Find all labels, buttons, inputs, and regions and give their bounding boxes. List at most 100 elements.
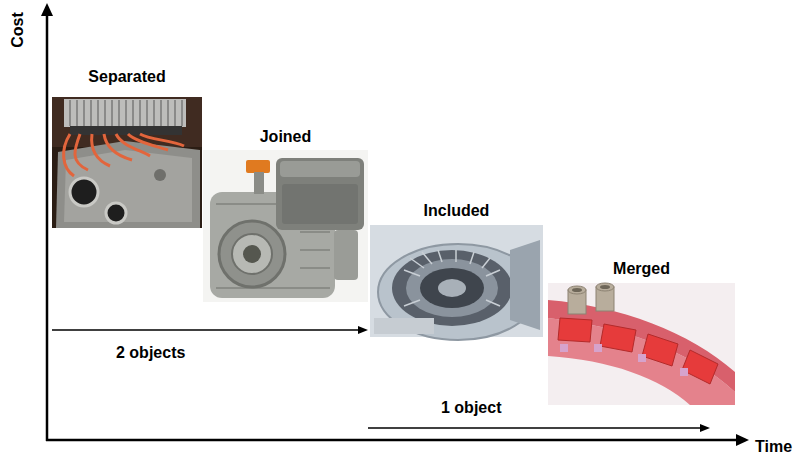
joined-photo-part	[276, 158, 364, 230]
included-photo-part	[404, 250, 500, 306]
merged-photo-part	[568, 283, 614, 314]
separated-photo-part	[64, 134, 74, 176]
separated-photo-part	[64, 150, 192, 222]
merged-photo-part	[572, 288, 582, 292]
included-photo-part	[404, 300, 420, 306]
axis-label: Time	[755, 437, 792, 457]
range-label: 1 object	[441, 398, 501, 418]
included-photo-part	[370, 225, 543, 337]
included-photo-part	[438, 279, 466, 297]
separated-photo-part	[92, 134, 110, 166]
included-photo-part	[486, 270, 500, 276]
separated-photo-part	[69, 100, 71, 126]
included-photo	[370, 225, 543, 340]
separated-photo-part	[146, 100, 148, 126]
separated-photo-part	[90, 100, 92, 126]
separated-photo-part	[111, 100, 113, 126]
joined-photo-part	[254, 172, 264, 194]
separated-photo-part	[167, 100, 169, 126]
separated-photo-part	[70, 178, 98, 206]
included-photo-part	[392, 250, 512, 326]
merged-photo-part	[682, 350, 718, 384]
joined-photo-part	[300, 267, 330, 269]
axes-part	[736, 434, 749, 446]
separated-photo-part	[125, 100, 127, 126]
axes-part	[41, 3, 53, 16]
separated-photo-part	[174, 100, 176, 126]
separated-photo-part	[64, 99, 186, 127]
joined-photo-part	[216, 287, 330, 289]
separated-photo-part	[52, 97, 202, 147]
range-label: 2 objects	[116, 343, 185, 363]
included-photo-part	[410, 258, 424, 268]
merged-photo-part	[594, 344, 602, 352]
included-photo-part	[482, 258, 490, 268]
separated-photo-part	[70, 100, 182, 126]
separated-photo-part	[153, 100, 155, 126]
separated-photo-part	[97, 100, 99, 126]
joined-photo-part	[219, 221, 285, 287]
separated-photo-part	[70, 126, 182, 135]
included-photo-part	[406, 259, 498, 317]
merged-photo-part	[680, 368, 688, 376]
merged-photo-part	[568, 286, 586, 294]
stage-heading: Separated	[52, 67, 202, 87]
separated-photo-part	[83, 100, 85, 126]
axes-part	[46, 14, 49, 441]
merged-photo-part	[548, 283, 735, 405]
joined-photo-part	[280, 161, 360, 177]
separated-photo-part	[139, 100, 141, 126]
stage-heading: Joined	[203, 127, 368, 147]
separated-photo-part	[140, 134, 184, 146]
separated-photo-part	[132, 100, 134, 126]
separated-photo-part	[76, 100, 78, 126]
joined-photo-part	[243, 245, 261, 263]
axis-label: Cost	[8, 12, 28, 48]
included-photo-part	[438, 250, 442, 262]
joined-photo-part	[232, 234, 272, 274]
joined-photo-part	[300, 249, 330, 251]
merged-photo-part	[558, 318, 592, 342]
included-photo-part	[404, 270, 420, 276]
included-photo-part	[486, 300, 500, 306]
range-arrow-part	[368, 427, 702, 429]
included-photo-part	[374, 318, 434, 334]
range-arrow-part	[700, 424, 710, 432]
joined-photo-part	[203, 150, 368, 302]
separated-photo-part	[104, 100, 106, 126]
axes-part	[46, 439, 738, 442]
axes	[41, 3, 749, 446]
merged-photo-part	[638, 354, 646, 362]
separated-photo-part	[181, 100, 183, 126]
photo-panel: Merged	[548, 259, 735, 405]
photo-panel: Joined	[203, 127, 368, 302]
separated-photo-part	[56, 141, 200, 228]
stage-heading: Merged	[548, 259, 735, 279]
merged-photo-part	[600, 285, 610, 289]
separated-photo-part	[154, 169, 166, 181]
separated-photo	[52, 97, 202, 228]
range-arrow-part	[358, 326, 368, 334]
included-photo-part	[510, 240, 540, 330]
included-photo-part	[470, 252, 474, 264]
photo-panel: Separated	[52, 67, 202, 228]
merged-photo-part	[642, 334, 678, 366]
range-arrow-part	[52, 329, 360, 331]
joined-photo-part	[282, 184, 358, 224]
merged-photo-part	[596, 283, 614, 291]
joined-photo	[203, 150, 368, 302]
separated-photo-part	[160, 100, 162, 126]
included-photo-part	[422, 252, 432, 264]
merged-photo-part	[560, 344, 568, 352]
joined-photo-part	[334, 230, 358, 280]
separated-photo-part	[118, 100, 120, 126]
stage-heading: Included	[370, 201, 543, 221]
merged-photo-part	[558, 318, 718, 384]
separated-photo-part	[52, 97, 202, 228]
separated-photo-part	[64, 134, 184, 176]
merged-photo	[548, 283, 735, 405]
joined-photo-part	[246, 160, 270, 173]
separated-photo-part	[75, 134, 88, 170]
separated-photo-part	[106, 203, 126, 223]
